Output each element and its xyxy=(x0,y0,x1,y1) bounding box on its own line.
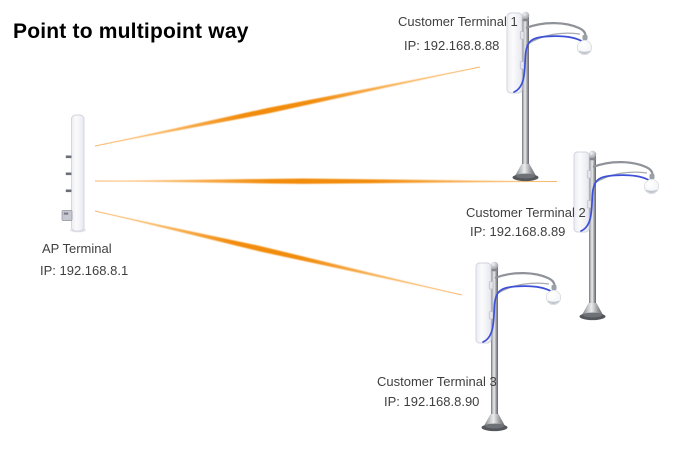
customer-terminal-3-label: Customer Terminal 3 xyxy=(377,374,497,389)
ap-mount-bracket xyxy=(65,155,72,159)
ap-connector-box xyxy=(61,210,73,221)
customer-terminal-2-label: Customer Terminal 2 xyxy=(466,205,586,220)
ap-terminal-graphic xyxy=(61,114,86,233)
customer-terminal-2-graphic xyxy=(572,149,660,322)
ap-terminal-ip: IP: 192.168.8.1 xyxy=(40,263,129,278)
ap-terminal-label: AP Terminal xyxy=(42,241,112,256)
wireless-link-to-terminal-2 xyxy=(94,178,558,184)
customer-terminal-1-ip: IP: 192.168.8.88 xyxy=(404,38,500,53)
wireless-link-to-terminal-1 xyxy=(94,66,481,147)
customer-terminal-1-label: Customer Terminal 1 xyxy=(398,14,518,29)
customer-terminal-3-graphic xyxy=(474,260,562,433)
ap-mount-bracket xyxy=(65,172,72,176)
ap-mount-bracket xyxy=(65,189,72,193)
diagram-title: Point to multipoint way xyxy=(13,20,249,43)
customer-terminal-3-ip: IP: 192.168.8.90 xyxy=(384,394,480,409)
ap-antenna-panel xyxy=(71,114,85,232)
customer-terminal-2-ip: IP: 192.168.8.89 xyxy=(470,224,566,239)
wireless-link-to-terminal-3 xyxy=(94,210,463,296)
